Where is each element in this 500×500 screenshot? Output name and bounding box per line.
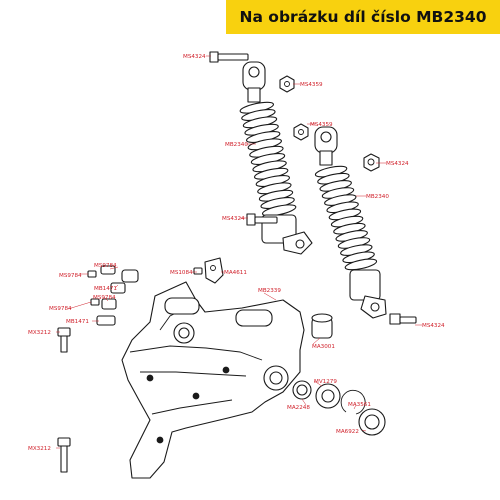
label-ma3001[interactable]: MA3001	[312, 344, 335, 350]
bolt-ms4324-lower-right[interactable]	[389, 313, 417, 325]
label-ma6922[interactable]: MA6922	[336, 429, 359, 435]
label-mx3212-lower[interactable]: MX3212	[28, 446, 51, 452]
bolt-ms4324-top[interactable]	[209, 51, 249, 63]
label-ms4324-lower-right[interactable]: MS4324	[422, 323, 445, 329]
label-mb2340-right[interactable]: MB2340	[366, 194, 389, 200]
shock-absorber-left[interactable]	[239, 61, 313, 255]
spring-coil	[261, 204, 297, 217]
circlip-ma3561[interactable]	[340, 389, 366, 415]
bolt-mx3212-upper[interactable]	[57, 327, 71, 353]
label-ma4611[interactable]: MA4611	[224, 270, 247, 276]
label-ms1084[interactable]: MS1084	[170, 270, 193, 276]
nut-ms4359-middle[interactable]	[293, 123, 309, 141]
label-ma3561[interactable]: MA3561	[348, 402, 371, 408]
label-ms9784-lower[interactable]: MS9784	[49, 306, 72, 312]
bolt-ms4324-middle[interactable]	[246, 213, 278, 226]
spring-coil	[344, 258, 378, 271]
label-ms4324-middle[interactable]: MS4324	[222, 216, 245, 222]
page-title: Na obrázku díl číslo MB2340	[239, 8, 487, 26]
label-mb2339[interactable]: MB2339	[258, 288, 281, 294]
label-mv1279[interactable]: MV1279	[314, 379, 337, 385]
label-ms4324-top[interactable]: MS4324	[183, 54, 206, 60]
part-labels: MS4324 MS4359 MS4359 MS4324 MB2340 MB234…	[28, 54, 445, 452]
label-mb1471-bottom[interactable]: MB1471	[66, 319, 89, 325]
bracket-ma4611[interactable]	[193, 257, 224, 284]
label-mx3212-upper[interactable]: MX3212	[28, 330, 51, 336]
label-ms4324-right[interactable]: MS4324	[386, 161, 409, 167]
clip-ms9784-group[interactable]	[87, 265, 139, 326]
washer-ma2248[interactable]	[292, 380, 312, 400]
label-ms9784-middle[interactable]: MS9784	[93, 295, 116, 301]
label-mb2340-left[interactable]: MB2340	[225, 142, 248, 148]
oil-seal-ma6922[interactable]	[358, 408, 386, 436]
label-ms4359-middle[interactable]: MS4359	[310, 122, 333, 128]
nut-ms4324-right[interactable]	[363, 153, 380, 172]
swing-arm-bracket[interactable]	[121, 281, 305, 479]
label-ms9784-top[interactable]: MS9784	[94, 263, 117, 269]
bearing-mv1279[interactable]	[315, 383, 341, 409]
title-banner: Na obrázku díl číslo MB2340	[226, 0, 500, 34]
shock-absorber-right[interactable]	[314, 126, 387, 319]
nut-ms4359-top[interactable]	[279, 75, 295, 93]
label-ms4359-top[interactable]: MS4359	[300, 82, 323, 88]
label-ma2248[interactable]: MA2248	[287, 405, 310, 411]
bolt-mx3212-lower[interactable]	[57, 437, 71, 473]
bushing-ma3001[interactable]	[311, 313, 333, 339]
label-ms9784-left[interactable]: MS9784	[59, 273, 82, 279]
leader-lines	[56, 55, 422, 449]
label-mb1471-top[interactable]: MB1471	[94, 286, 117, 292]
